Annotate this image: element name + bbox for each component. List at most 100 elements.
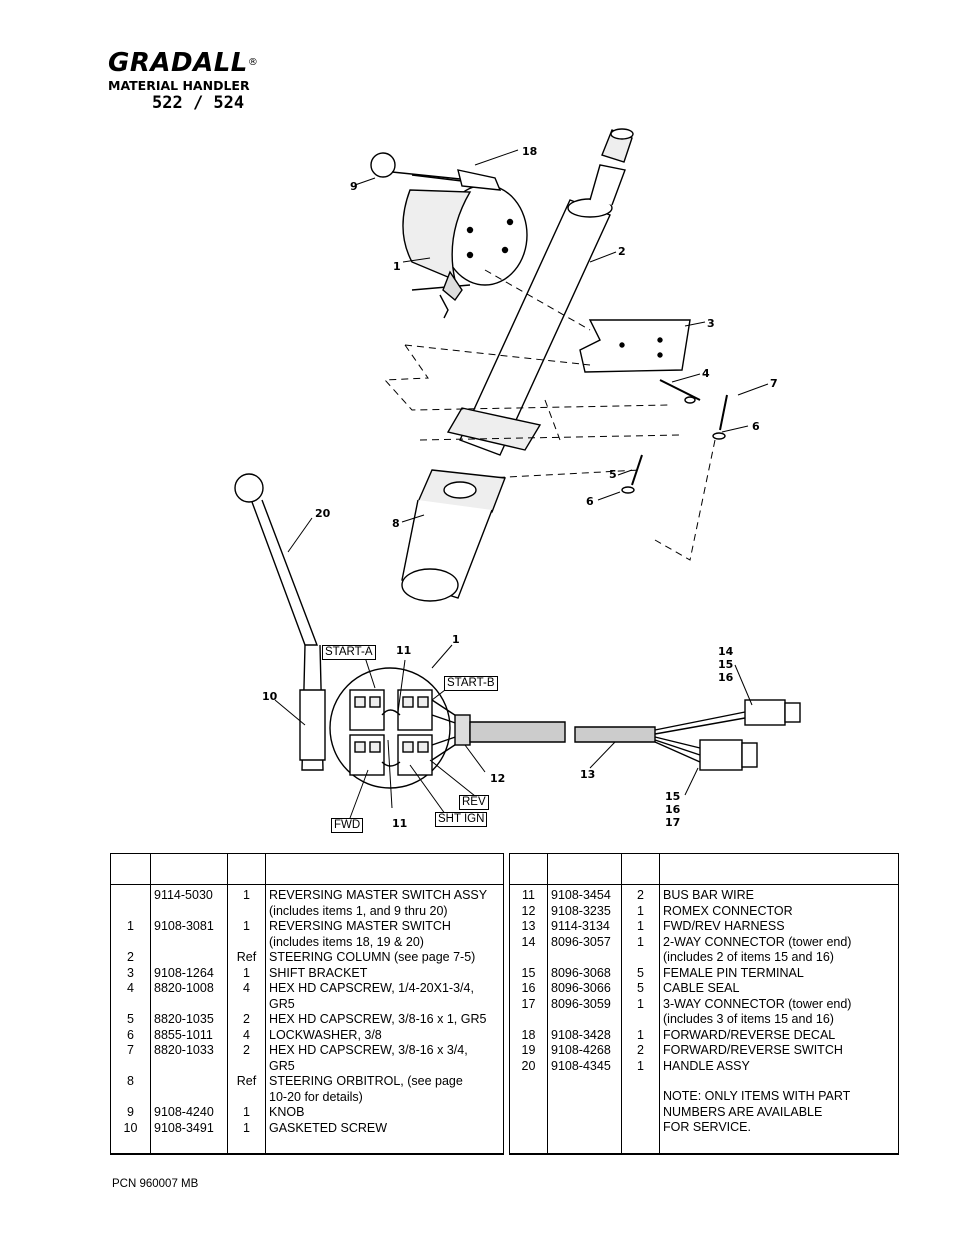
- item-number: [110, 884, 151, 919]
- part-number: 8096-3068: [547, 965, 622, 981]
- part-number: 9114-5030: [150, 884, 228, 919]
- item-number: 9: [110, 1105, 151, 1121]
- callout-2: 2: [618, 245, 626, 258]
- description-line: FORWARD/REVERSE SWITCH: [663, 1043, 843, 1057]
- callout-10: 10: [262, 690, 278, 703]
- model-number: 522 / 524: [152, 93, 245, 113]
- description-line: FORWARD/REVERSE DECAL: [663, 1027, 836, 1042]
- description: 3-WAY CONNECTOR (tower end)(includes 3 o…: [659, 996, 899, 1028]
- description-line: GR5: [269, 996, 295, 1011]
- item-number: 19: [509, 1043, 548, 1059]
- item-number: 20: [509, 1058, 548, 1074]
- quantity: 1: [621, 996, 660, 1028]
- description: FORWARD/REVERSE DECAL: [659, 1027, 899, 1043]
- brand-subtitle: MATERIAL HANDLER: [108, 78, 250, 93]
- description-line: GASKETED SCREW: [269, 1120, 388, 1135]
- callout-8: 8: [392, 517, 400, 530]
- quantity: 2: [621, 884, 660, 904]
- description-line: REVERSING MASTER SWITCH ASSY: [269, 888, 488, 902]
- description: REVERSING MASTER SWITCH(includes items 1…: [265, 919, 504, 950]
- item-number: 16: [509, 981, 548, 997]
- quantity: 5: [621, 965, 660, 981]
- item-number: 12: [509, 903, 548, 919]
- steering-orbitrol-drawing: [401, 469, 506, 602]
- description: REVERSING MASTER SWITCH ASSY(includes it…: [265, 884, 504, 919]
- callout-11: 11: [396, 644, 411, 657]
- quantity: 2: [621, 1043, 660, 1059]
- part-number: 9108-4268: [547, 1043, 622, 1059]
- item-number: 17: [509, 996, 548, 1028]
- quantity: 1: [227, 1105, 266, 1121]
- description-line: 2-WAY CONNECTOR (tower end): [663, 934, 852, 949]
- callout-12: 12: [490, 772, 505, 785]
- callout-5: 5: [609, 468, 617, 481]
- item-number: 11: [509, 884, 548, 904]
- switch-wiring-detail: [329, 667, 471, 789]
- description-line: FEMALE PIN TERMINAL: [663, 965, 804, 980]
- shift-bracket-drawing: [579, 319, 691, 373]
- description: KNOB: [265, 1105, 504, 1121]
- item-number: 1: [110, 919, 151, 950]
- quantity: 4: [227, 981, 266, 1012]
- callout-20: 20: [315, 507, 331, 520]
- callout-1b: 1: [452, 633, 460, 646]
- empty-cell: [659, 1135, 899, 1154]
- empty-cell: [227, 1136, 266, 1154]
- note-line: FOR SERVICE.: [663, 1120, 751, 1134]
- filler-row: [509, 1135, 899, 1154]
- description: HANDLE ASSY: [659, 1058, 899, 1074]
- part-number: 8820-1033: [150, 1043, 228, 1074]
- quantity: 1: [621, 1058, 660, 1074]
- callout-13: 13: [580, 768, 595, 781]
- empty-cell: [547, 1074, 622, 1136]
- label-rev: REV: [459, 795, 489, 810]
- description: HEX HD CAPSCREW, 1/4-20X1-3/4,GR5: [265, 981, 504, 1012]
- part-number: 9114-3134: [547, 919, 622, 935]
- description-line: SHIFT BRACKET: [269, 965, 368, 980]
- quantity: 1: [621, 934, 660, 966]
- part-number: 9108-4345: [547, 1058, 622, 1074]
- item-number: 5: [110, 1012, 151, 1028]
- description: STEERING COLUMN (see page 7-5): [265, 950, 504, 966]
- item-number: 10: [110, 1120, 151, 1136]
- part-number: [150, 1074, 228, 1105]
- description-line: GR5: [269, 1058, 295, 1073]
- description-line: STEERING COLUMN (see page 7-5): [269, 950, 476, 964]
- part-number: 8096-3057: [547, 934, 622, 966]
- note-line: NOTE: ONLY ITEMS WITH PART: [663, 1089, 851, 1103]
- label-sht-ign: SHT IGN: [435, 812, 488, 827]
- description: HEX HD CAPSCREW, 3/8-16 x 1, GR5: [265, 1012, 504, 1028]
- quantity: 5: [621, 981, 660, 997]
- quantity: 1: [227, 919, 266, 950]
- callout-6b: 6: [586, 495, 594, 508]
- part-number: 8096-3059: [547, 996, 622, 1028]
- quantity: 1: [227, 1120, 266, 1136]
- item-number: 18: [509, 1027, 548, 1043]
- item-number: 14: [509, 934, 548, 966]
- description: FEMALE PIN TERMINAL: [659, 965, 899, 981]
- item-number: 7: [110, 1043, 151, 1074]
- table-header-row: [509, 853, 899, 885]
- empty-cell: [150, 1136, 228, 1154]
- reversing-master-switch-drawing: [370, 152, 528, 319]
- quantity: 2: [227, 1043, 266, 1074]
- description: FORWARD/REVERSE SWITCH: [659, 1043, 899, 1059]
- steering-column-drawing: [446, 128, 634, 456]
